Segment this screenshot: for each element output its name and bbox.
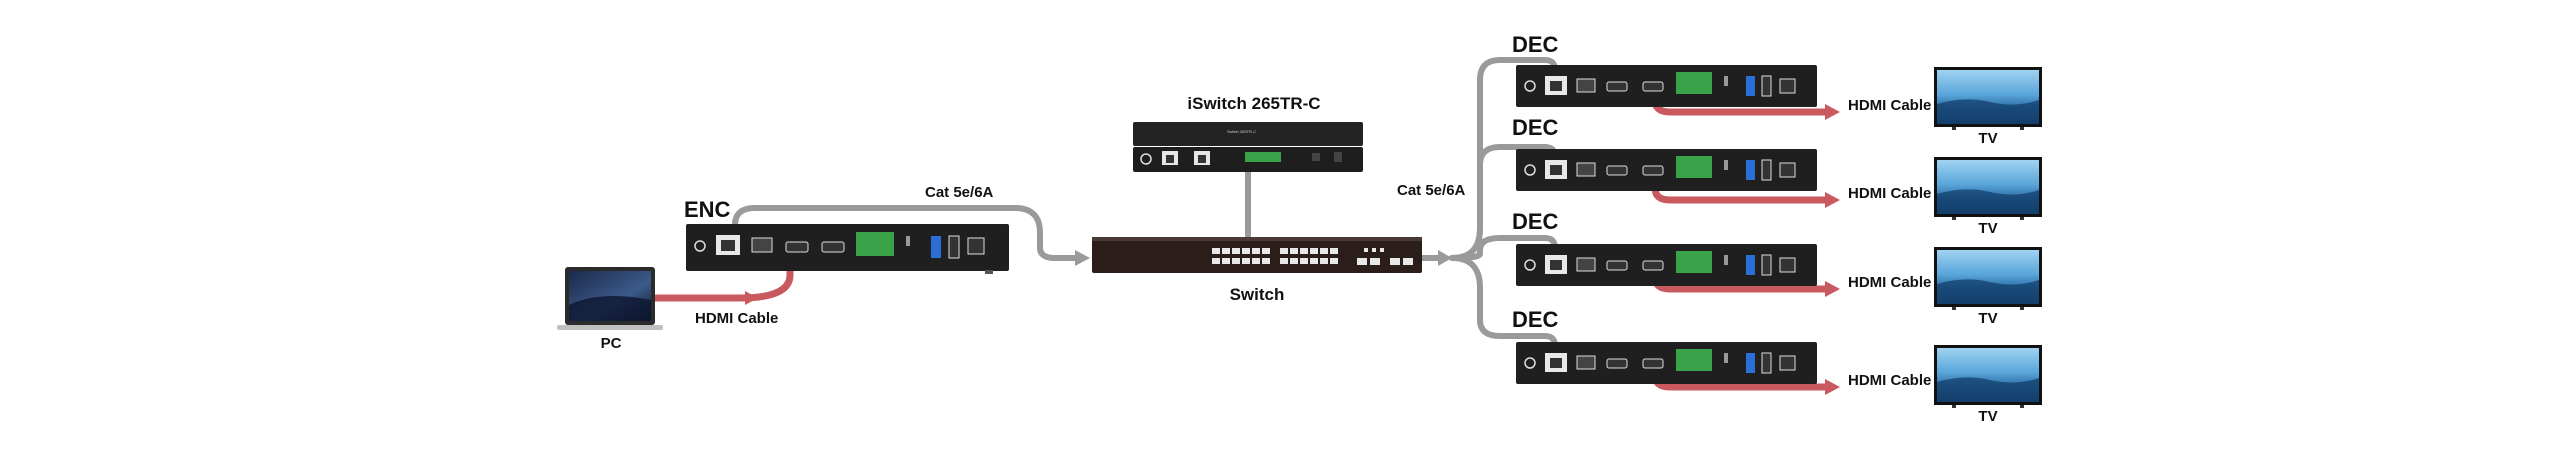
dec-label-3: DEC — [1512, 209, 1559, 234]
hdmi-cable-pc-enc — [651, 248, 794, 302]
iswitch-title: iSwitch 265TR-C — [1187, 94, 1320, 113]
tv-label-2: TV — [1978, 220, 1997, 237]
tv-4: TV — [1934, 345, 2042, 425]
dec-label-2: DEC — [1512, 115, 1559, 140]
tv-1: TV — [1934, 67, 2042, 147]
dec-unit-3: DEC — [1512, 209, 1817, 286]
switch-label: Switch — [1230, 285, 1285, 304]
cat-arrow-enc-switch — [1075, 250, 1090, 266]
cat-cable-label-dec: Cat 5e/6A — [1397, 182, 1466, 199]
hdmi-cable-label-dec-4: HDMI Cable — [1848, 372, 1931, 389]
dec-label-4: DEC — [1512, 307, 1559, 332]
tv-label-4: TV — [1978, 408, 1997, 425]
svg-text:Switch 265TR-C: Switch 265TR-C — [1227, 129, 1256, 134]
network-switch — [1092, 237, 1422, 273]
dec-unit-4: DEC — [1512, 307, 1817, 384]
cat-cable-label-enc: Cat 5e/6A — [925, 184, 994, 201]
iswitch-device: Switch 265TR-C — [1133, 122, 1363, 172]
pc-label: PC — [601, 335, 622, 352]
hdmi-cable-label-pc: HDMI Cable — [695, 310, 778, 327]
pc-laptop: PC — [557, 267, 663, 352]
cat-arrow-switch-out — [1438, 250, 1452, 266]
tv-3: TV — [1934, 247, 2042, 327]
dec-unit-2: DEC — [1512, 115, 1817, 191]
hdmi-cable-label-dec-2: HDMI Cable — [1848, 185, 1931, 202]
tv-label-1: TV — [1978, 130, 1997, 147]
enc-label: ENC — [684, 197, 731, 222]
hdmi-cable-label-dec-3: HDMI Cable — [1848, 274, 1931, 291]
cat-cable-enc-switch — [732, 205, 1085, 261]
hdmi-arrows-dec-tv — [1825, 104, 1840, 395]
tv-label-3: TV — [1978, 310, 1997, 327]
enc-device — [686, 224, 1009, 274]
tv-2: TV — [1934, 157, 2042, 237]
hdmi-cable-label-dec-1: HDMI Cable — [1848, 97, 1931, 114]
dec-label-1: DEC — [1512, 32, 1559, 57]
hdmi-arrow-pc-enc — [745, 291, 758, 305]
dec-unit-1: DEC — [1512, 32, 1817, 107]
